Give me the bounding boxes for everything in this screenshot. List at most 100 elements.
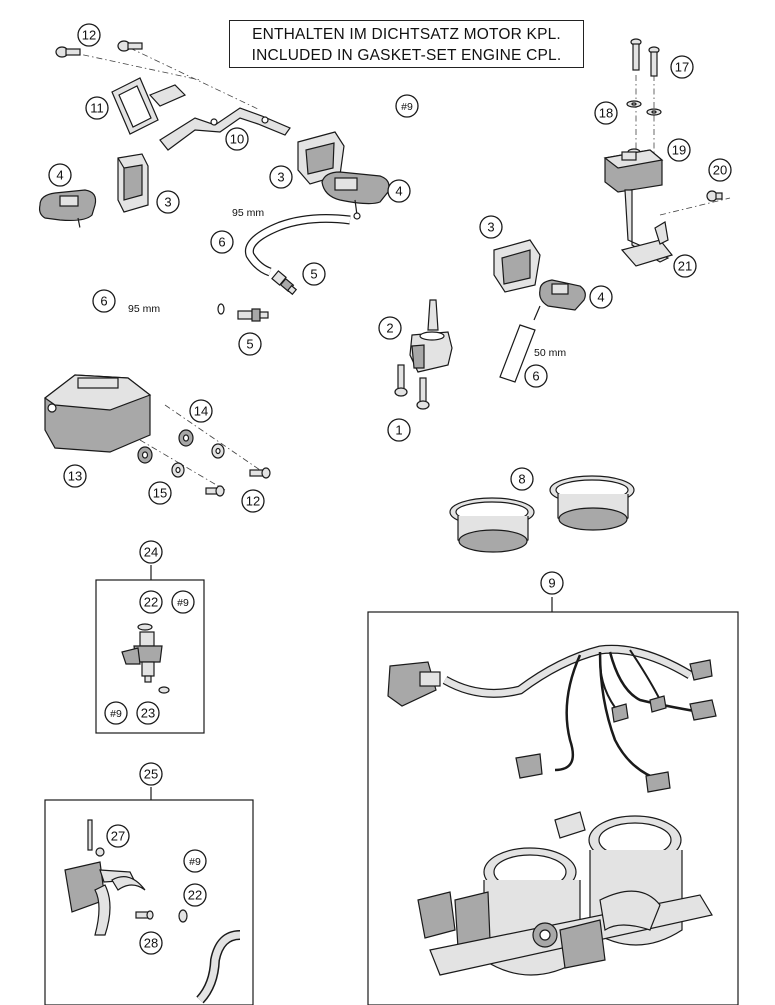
bypass-kit-box-25 (44, 787, 254, 1005)
screw-17-b (648, 46, 660, 77)
callout-24: 24 (139, 540, 163, 564)
hose-6-left (74, 227, 225, 315)
callout-27: 27 (106, 824, 130, 848)
bracket-group-10-11-12 (55, 40, 291, 151)
callout-3-left: 3 (156, 190, 180, 214)
rubber-strap-11 (111, 77, 159, 135)
callout-6-right: 6 (524, 364, 548, 388)
injector (121, 631, 163, 683)
nipple-5-middle (271, 270, 298, 296)
callout-5-middle: 5 (302, 262, 326, 286)
callout-4-right: 4 (589, 285, 613, 309)
callout-25: 25 (139, 762, 163, 786)
callout-8: 8 (510, 467, 534, 491)
bracket-21 (620, 189, 674, 267)
callout-ref9-top: #9 (395, 94, 419, 118)
callout-ref9-box25: #9 (183, 849, 207, 873)
svg-text:27: 27 (111, 829, 125, 844)
svg-text:8: 8 (518, 472, 525, 487)
pressure-sensor-4-middle (321, 171, 390, 220)
callout-11: 11 (85, 96, 109, 120)
svg-text:4: 4 (597, 290, 604, 305)
svg-text:3: 3 (487, 220, 494, 235)
throttle-body (417, 811, 713, 976)
screw-12-lower-b (205, 485, 225, 497)
svg-text:5: 5 (246, 337, 253, 352)
callout-2: 2 (378, 316, 402, 340)
svg-text:1: 1 (395, 423, 402, 438)
washer-14 (211, 443, 225, 459)
callout-9: 9 (540, 571, 564, 595)
svg-text:11: 11 (90, 101, 104, 116)
svg-text:6: 6 (532, 369, 539, 384)
callout-19: 19 (667, 138, 691, 162)
svg-text:15: 15 (153, 486, 167, 501)
svg-text:23: 23 (141, 706, 155, 721)
washer-15 (171, 462, 185, 478)
screw-17-a (630, 38, 642, 71)
screw-12-right (117, 40, 143, 52)
callout-20: 20 (708, 158, 732, 182)
callout-21: 21 (673, 254, 697, 278)
nipple-5-left (237, 308, 269, 322)
hose-6-middle (244, 213, 351, 277)
svg-text:14: 14 (194, 404, 208, 419)
callout-ref9-box24-top: #9 (171, 590, 195, 614)
callout-ref9-box24-bottom: #9 (104, 701, 128, 725)
dimension-hose-a: 95 mm (232, 207, 264, 219)
svg-text:#9: #9 (110, 708, 122, 720)
callout-22-box24: 22 (139, 590, 163, 614)
callout-3-right: 3 (479, 215, 503, 239)
svg-text:6: 6 (218, 235, 225, 250)
svg-text:2: 2 (386, 321, 393, 336)
callout-6-middle: 6 (210, 230, 234, 254)
svg-text:20: 20 (713, 163, 727, 178)
hose-elbow (196, 930, 241, 1004)
pressure-sensor-4-right (533, 279, 586, 321)
svg-text:12: 12 (246, 494, 260, 509)
injector-kit-box-24 (95, 565, 205, 734)
svg-text:#9: #9 (401, 101, 413, 113)
svg-text:17: 17 (675, 60, 689, 75)
callout-28: 28 (139, 931, 163, 955)
svg-text:22: 22 (188, 888, 202, 903)
washer-18-a (626, 100, 642, 108)
svg-text:4: 4 (395, 184, 402, 199)
gasket-set-note: ENTHALTEN IM DICHTSATZ MOTOR KPL. INCLUD… (229, 20, 584, 68)
washer-18-b (646, 108, 662, 116)
callout-10: 10 (225, 127, 249, 151)
svg-text:28: 28 (144, 936, 158, 951)
bracket-group-17-21 (603, 38, 731, 267)
bypass-valve (64, 819, 146, 936)
svg-text:21: 21 (678, 259, 692, 274)
svg-text:25: 25 (144, 767, 158, 782)
callout-3-middle: 3 (269, 165, 293, 189)
callout-4-middle: 4 (387, 179, 411, 203)
svg-text:#9: #9 (189, 856, 201, 868)
screw-28 (135, 910, 154, 920)
dimension-hose-c: 50 mm (534, 347, 566, 359)
svg-text:4: 4 (56, 168, 63, 183)
callout-17: 17 (670, 55, 694, 79)
nut-20 (706, 190, 723, 202)
svg-text:9: 9 (548, 576, 555, 591)
dimension-hose-b: 95 mm (128, 303, 160, 315)
svg-text:24: 24 (144, 545, 158, 560)
svg-text:19: 19 (672, 143, 686, 158)
oring-22-b (178, 909, 188, 923)
svg-text:#9: #9 (177, 597, 189, 609)
callout-13: 13 (63, 464, 87, 488)
note-line-english: INCLUDED IN GASKET-SET ENGINE CPL. (251, 47, 562, 64)
callout-15: 15 (148, 481, 172, 505)
holder-3-right (493, 239, 541, 293)
screw-1-a (394, 364, 408, 397)
grommet-15 (137, 446, 153, 464)
grommet-14 (178, 429, 194, 447)
pressure-sensor-4-left (38, 189, 97, 229)
svg-text:13: 13 (68, 469, 82, 484)
bracket-10 (148, 84, 291, 151)
callout-12-lower: 12 (241, 489, 265, 513)
intake-ring-8-left (449, 497, 535, 553)
intake-ring-8-right (549, 475, 635, 531)
